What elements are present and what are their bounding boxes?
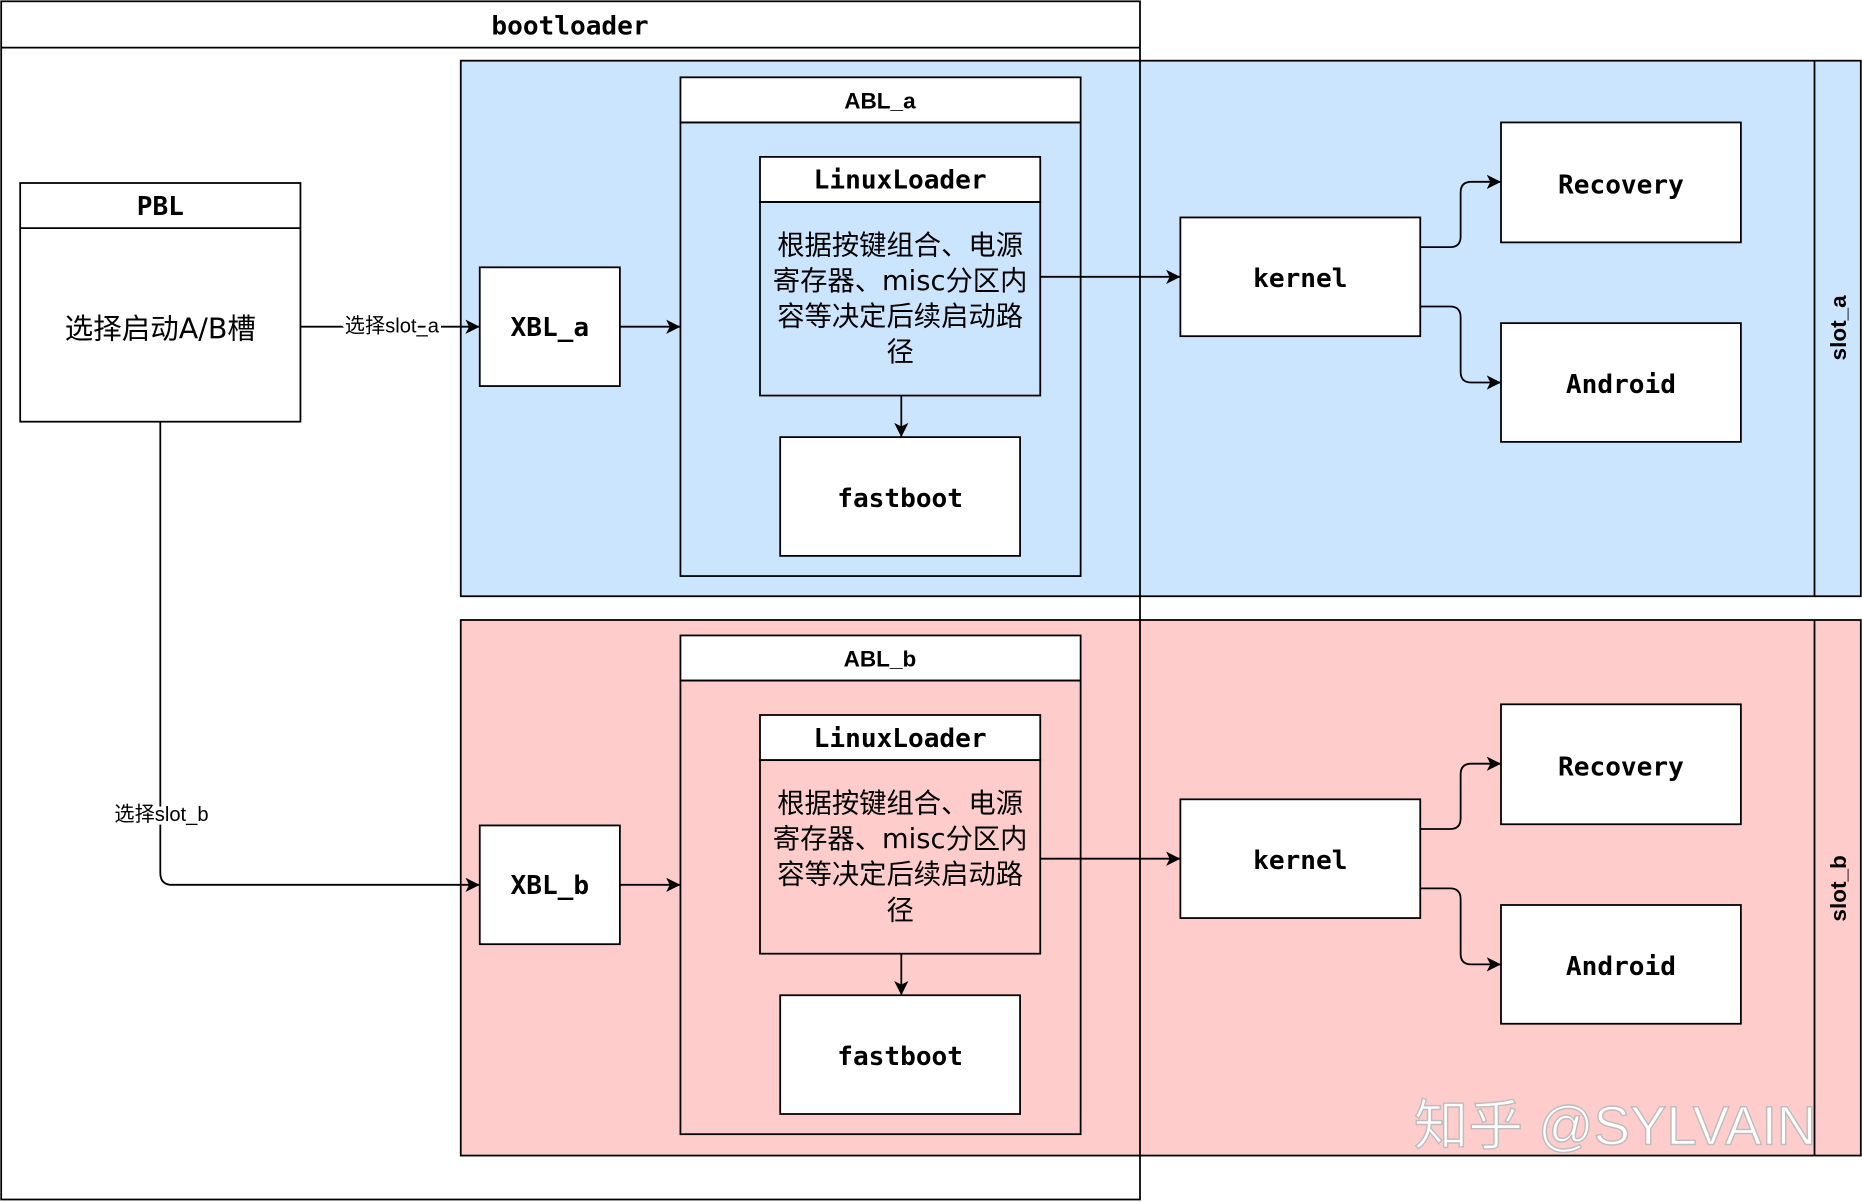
kernel-b-box [1179,798,1422,919]
xbl-b-node: XBL_b [478,824,621,946]
linuxloader-a-body-text-wrap: 根据按键组合、电源寄存器、misc分区内容等决定后续启动路径 [772,229,1028,368]
edges: 选择slot_a 选择slot_b [111,174,1501,996]
fastboot-a-label: fastboot [837,484,963,514]
edge-kernel-a-to-android-a [1420,305,1501,390]
recovery-b-node: Recovery [1500,703,1742,826]
pbl-title: PBL [137,192,184,222]
edge-kernel-a-to-recovery-a [1420,174,1501,249]
kernel-a-box [1179,216,1422,338]
abl-a-header [679,76,1082,124]
linuxloader-b-header [759,714,1042,762]
abl-b-body [679,679,1082,1136]
linuxloader-a-description: 根据按键组合、电源寄存器、misc分区内容等决定后续启动路径 [772,229,1028,368]
edge-label-select-slot-a: 选择slot_a [345,315,440,338]
recovery-b-box [1500,703,1742,826]
abl-a-node: ABL_a [679,76,1082,577]
linuxloader-a-title: LinuxLoader [814,166,987,196]
android-a-box [1500,322,1742,443]
abl-a-body [679,121,1082,577]
linuxloader-a-body [759,201,1042,397]
xbl-a-box [478,266,621,387]
kernel-b-node: kernel [1179,798,1422,919]
bootloader-container: bootloader [0,0,1141,1201]
bootloader-title: bootloader [491,11,648,41]
linuxloader-b-description: 根据按键组合、电源寄存器、misc分区内容等决定后续启动路径 [772,788,1028,926]
fastboot-b-node: fastboot [779,994,1021,1115]
recovery-a-node: Recovery [1500,121,1742,244]
pbl-body: 选择启动A/B槽 [65,313,256,346]
xbl-b-label: XBL_b [511,871,590,901]
abl-b-title: ABL_b [844,647,917,672]
edge-kernel-b-to-android-b [1420,887,1501,972]
kernel-b-label: kernel [1253,846,1347,876]
slot-a-label: slot_a [1826,295,1851,361]
slot-b-region: slot_b [459,619,1862,1157]
android-b-box [1500,904,1742,1025]
kernel-a-node: kernel [1179,216,1422,338]
linuxloader-a-node: LinuxLoader 根据按键组合、电源寄存器、misc分区内容等决定后续启动… [759,155,1042,397]
abl-b-node: ABL_b [679,634,1082,1136]
fastboot-b-box [779,994,1021,1115]
pbl-node: PBL 选择启动A/B槽 [19,182,302,423]
abl-a-title: ABL_a [844,89,916,114]
edge-label-select-slot-b: 选择slot_b [114,803,208,826]
linuxloader-b-title: LinuxLoader [814,724,987,754]
linuxloader-b-node: LinuxLoader 根据按键组合、电源寄存器、misc分区内容等决定后续启动… [759,714,1042,955]
linuxloader-b-body [759,759,1042,955]
kernel-a-label: kernel [1253,264,1347,294]
android-b-node: Android [1500,904,1742,1025]
linuxloader-b-body-text-wrap: 根据按键组合、电源寄存器、misc分区内容等决定后续启动路径 [772,788,1028,926]
edge-kernel-b-to-recovery-b [1420,756,1501,830]
xbl-a-node: XBL_a [478,266,621,387]
linuxloader-a-header [759,155,1042,203]
fastboot-b-label: fastboot [837,1042,963,1072]
xbl-b-box [478,824,621,946]
fastboot-a-box [779,436,1021,557]
fastboot-a-node: fastboot [779,436,1021,557]
pbl-box [19,182,302,423]
android-b-label: Android [1566,952,1676,982]
slot-b-container [459,619,1862,1157]
xbl-a-label: XBL_a [511,313,590,343]
recovery-b-label: Recovery [1558,752,1684,782]
watermark: 知乎 @SYLVAIN [1414,1095,1816,1156]
recovery-a-label: Recovery [1558,170,1684,200]
recovery-a-box [1500,121,1742,244]
edge-pbl-to-xbl-b [159,421,480,892]
android-a-label: Android [1566,370,1676,400]
slot-b-label: slot_b [1826,855,1851,921]
android-a-node: Android [1500,322,1742,443]
bootloader-frame [0,0,1141,1201]
abl-b-header [679,634,1082,682]
